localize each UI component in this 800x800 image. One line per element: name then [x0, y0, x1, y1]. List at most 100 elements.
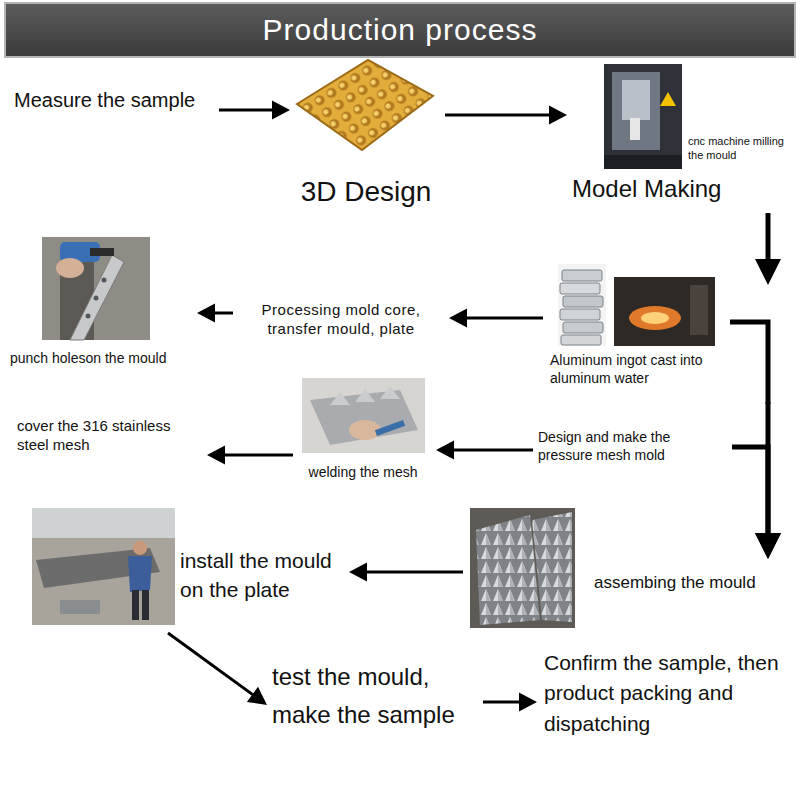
arrow-head: [197, 304, 215, 323]
furnace-photo: [629, 306, 681, 330]
title-bar: Production process: [4, 2, 796, 58]
arrow-head: [755, 533, 781, 559]
drilling-photo: [94, 296, 99, 301]
step-label: welding the mesh: [296, 464, 430, 482]
process-step: Measure the sample: [10, 84, 216, 118]
assembled-mould-photo: [476, 515, 540, 625]
egg-tray-image: [297, 60, 433, 150]
workshop-photo: [32, 508, 175, 538]
flow-arrow: [349, 563, 463, 582]
welding-photo: [380, 386, 400, 399]
assembled-mould-photo: [470, 508, 575, 628]
title-text: Production process: [263, 13, 538, 47]
step-label: punch holeson the mould: [10, 350, 166, 368]
furnace-photo: [641, 312, 669, 324]
drilling-photo: [56, 258, 84, 278]
flow-line: [362, 571, 463, 574]
process-step: punch holeson the mould: [8, 234, 194, 374]
flow-arrow: [207, 446, 293, 465]
workshop-photo: [60, 600, 100, 614]
arrow-head: [247, 687, 267, 705]
drilling-photo: [86, 314, 91, 319]
flow-arrow: [483, 693, 537, 712]
aluminum-ingot-photo: [561, 335, 601, 345]
drilling-photo: [102, 278, 107, 283]
assembled-mould-photo: [470, 508, 575, 628]
welding-photo: [375, 420, 405, 436]
flow-line: [462, 317, 543, 320]
egg-tray-image: [297, 60, 433, 150]
flow-arrow: [436, 441, 533, 460]
flow-arrow: [449, 309, 543, 328]
cnc-machine-photo: [660, 92, 676, 106]
flow-line: [449, 449, 533, 452]
welding-photo: [302, 378, 425, 453]
step-label: install the mould on the plate: [180, 546, 342, 605]
welding-photo: [355, 389, 375, 402]
flow-arrow: [732, 447, 781, 559]
aluminum-ingot-photo: [558, 264, 606, 346]
arrow-head: [755, 259, 781, 285]
arrow-head: [519, 693, 537, 712]
arrow-head: [207, 446, 225, 465]
flow-arrow: [755, 213, 781, 285]
bracket: [730, 322, 768, 404]
workshop-photo: [128, 556, 152, 592]
flow-line: [483, 701, 524, 704]
step-label: cover the 316 stainless steel mesh: [17, 417, 201, 455]
assembled-mould-photo: [532, 512, 572, 622]
furnace-photo: [614, 277, 715, 346]
flow-line: [220, 454, 293, 457]
arrow-head: [436, 441, 454, 460]
process-step: Confirm the sample, then product packing…: [540, 644, 788, 744]
flow-line: [219, 109, 277, 112]
step-label: Confirm the sample, then product packing…: [544, 648, 784, 739]
flow-arrow: [445, 106, 567, 125]
aluminum-ingot-photo: [562, 270, 602, 281]
drilling-photo: [42, 237, 150, 340]
process-step: Aluminum ingot cast into aluminum water: [546, 288, 772, 402]
flow-arrow: [197, 304, 233, 323]
aluminum-ingot-photo: [560, 309, 600, 320]
process-step: Design and make the pressure mesh mold: [536, 426, 729, 478]
process-step: Processing mold core, transfer mould, pl…: [236, 298, 446, 344]
furnace-photo: [690, 285, 708, 335]
workshop-photo: [32, 508, 175, 625]
step-label: test the mould, make the sample: [272, 658, 476, 735]
process-step: assembing the mould: [466, 562, 788, 630]
process-step: cnc machine milling the mouldModel Makin…: [570, 60, 796, 210]
step-label: 3D Design: [293, 174, 439, 209]
process-step: cover the 316 stainless steel mesh: [14, 414, 204, 470]
flow-line: [766, 213, 771, 267]
flow-arrow: [219, 101, 290, 120]
arrow-head: [449, 309, 467, 328]
workshop-photo: [132, 590, 139, 620]
step-label: Model Making: [572, 174, 721, 204]
workshop-photo: [133, 541, 147, 555]
arrow-head: [755, 533, 781, 559]
aluminum-ingot-photo: [560, 283, 600, 294]
step-label: Design and make the pressure mesh mold: [538, 429, 726, 464]
furnace-photo: [614, 277, 715, 346]
flow-line: [445, 114, 554, 117]
process-step: test the mould, make the sample: [270, 654, 480, 754]
flow-line: [168, 633, 257, 698]
cnc-machine-photo: [604, 155, 682, 169]
arrow-head: [349, 563, 367, 582]
step-label: cnc machine milling the mould: [688, 134, 784, 163]
cnc-machine-photo: [612, 72, 660, 150]
welding-photo: [310, 390, 418, 445]
step-label: Measure the sample: [14, 88, 195, 113]
process-step: install the mould on the plate: [28, 504, 346, 630]
cnc-machine-photo: [604, 64, 682, 169]
drilling-photo: [90, 248, 114, 256]
aluminum-ingot-photo: [558, 264, 606, 346]
drilling-photo: [42, 237, 150, 340]
flow-arrow: [168, 633, 267, 705]
flow-line: [732, 447, 768, 541]
arrow-head: [272, 101, 290, 120]
cnc-machine-photo: [604, 64, 682, 169]
workshop-photo: [142, 590, 149, 620]
aluminum-ingot-photo: [563, 322, 603, 333]
